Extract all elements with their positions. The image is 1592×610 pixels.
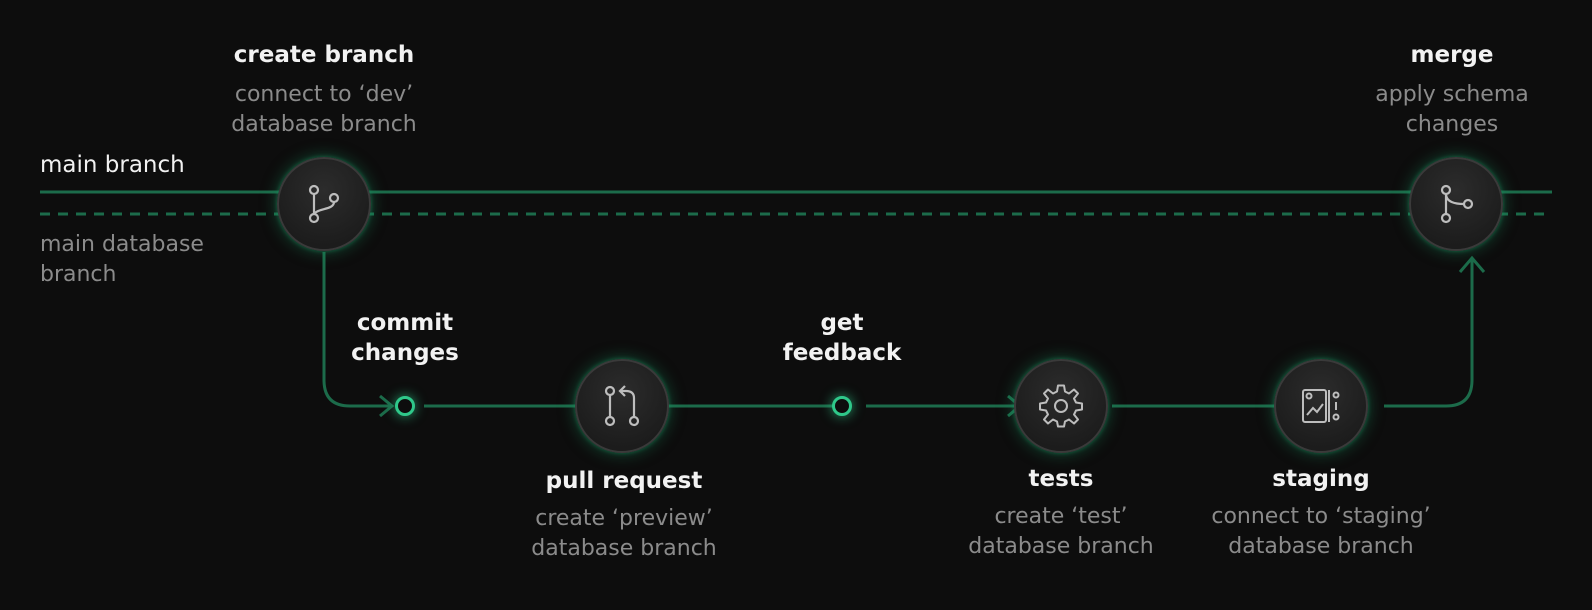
git-branch-icon <box>308 184 340 224</box>
merge-title: merge <box>1410 42 1494 68</box>
tests-node[interactable] <box>1014 359 1108 453</box>
create-branch-node[interactable] <box>277 157 371 251</box>
get-feedback-title-line-2: feedback <box>782 340 902 366</box>
staging-subtitle: connect to ‘staging’ database branch <box>1211 502 1430 562</box>
pull-request-subtitle-line-2: database branch <box>531 536 717 561</box>
staging-subtitle-line-2: database branch <box>1228 534 1414 559</box>
merge-arrow-head <box>1458 255 1486 273</box>
pull-request-title: pull request <box>545 468 703 494</box>
branch-off-path <box>322 252 392 408</box>
create-branch-subtitle: connect to ‘dev’ database branch <box>231 80 416 140</box>
tests-subtitle-line-2: database branch <box>968 534 1154 559</box>
staging-node[interactable] <box>1274 359 1368 453</box>
branch-arrow-head <box>379 394 395 418</box>
commit-changes-title-line-2: changes <box>351 340 459 366</box>
get-feedback-title: get feedback <box>783 308 902 368</box>
merge-up-path <box>1384 260 1474 408</box>
main-database-branch-line-1: main database <box>40 232 204 257</box>
gear-icon <box>1039 384 1083 428</box>
staging-chart-icon <box>1302 389 1340 423</box>
merge-node[interactable] <box>1409 157 1503 251</box>
merge-subtitle: apply schema changes <box>1375 80 1528 140</box>
pull-request-node[interactable] <box>575 359 669 453</box>
pull-request-subtitle-line-1: create ‘preview’ <box>535 506 713 531</box>
get-feedback-dot[interactable] <box>832 396 852 416</box>
commit-changes-title-line-1: commit <box>356 310 454 336</box>
merge-subtitle-line-1: apply schema <box>1375 82 1529 107</box>
pull-request-icon <box>604 385 640 427</box>
merge-subtitle-line-2: changes <box>1405 112 1499 137</box>
tests-subtitle: create ‘test’ database branch <box>968 502 1153 562</box>
git-merge-icon <box>1440 184 1474 224</box>
pull-request-subtitle: create ‘preview’ database branch <box>531 504 716 564</box>
tests-subtitle-line-1: create ‘test’ <box>994 504 1128 529</box>
commit-changes-dot[interactable] <box>395 396 415 416</box>
staging-subtitle-line-1: connect to ‘staging’ <box>1211 504 1431 529</box>
main-database-branch-label: main database branch <box>40 230 204 290</box>
staging-title: staging <box>1272 466 1370 492</box>
create-branch-subtitle-line-1: connect to ‘dev’ <box>234 82 414 107</box>
commit-changes-title: commit changes <box>351 308 459 368</box>
main-database-branch-line-2: branch <box>40 262 117 287</box>
get-feedback-title-line-1: get <box>820 310 864 336</box>
create-branch-subtitle-line-2: database branch <box>231 112 417 137</box>
main-branch-label: main branch <box>40 152 185 178</box>
tests-title: tests <box>1028 466 1094 492</box>
create-branch-title: create branch <box>233 42 415 68</box>
